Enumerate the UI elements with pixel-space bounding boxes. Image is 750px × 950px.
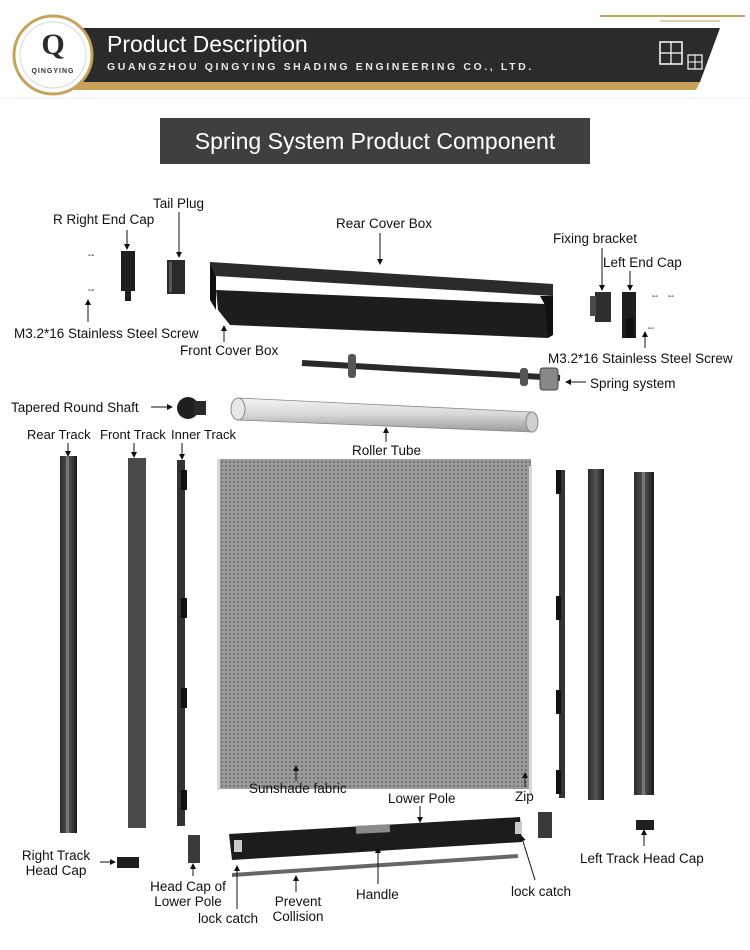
label-fixing-bracket: Fixing bracket [553, 231, 638, 246]
head-cap-lower-pole-right-part [538, 812, 552, 838]
label-head-cap-lower-pole-line1: Head Cap of [150, 879, 226, 894]
section-title: Spring System Product Component [160, 118, 590, 164]
label-prevent-collision-line1: Prevent [274, 894, 322, 909]
svg-text:⊷: ⊷ [668, 294, 674, 300]
lower-pole-part [229, 817, 522, 860]
front-track-right-part [588, 469, 604, 800]
inner-track-part [177, 460, 187, 826]
svg-text:⊶: ⊶ [88, 288, 94, 294]
fixing-bracket-part [595, 292, 611, 322]
spring-system-part [301, 354, 561, 391]
roller-tube-part [230, 397, 539, 433]
label-right-track-head-cap-line2: Head Cap [25, 863, 87, 878]
label-inner-track: Inner Track [171, 427, 237, 442]
label-tail-plug: Tail Plug [153, 196, 205, 211]
label-front-cover-box: Front Cover Box [180, 343, 279, 358]
right-track-head-cap-part [117, 857, 139, 868]
header-banner [0, 14, 750, 99]
front-track-part [128, 458, 146, 828]
label-left-track-head-cap: Left Track Head Cap [580, 851, 704, 866]
svg-text:⊷: ⊷ [652, 294, 658, 300]
left-track-head-cap-part [636, 820, 654, 830]
label-front-track: Front Track [100, 427, 166, 442]
r-right-end-cap-part [121, 251, 135, 291]
inner-track-right-part [556, 470, 565, 798]
label-roller-tube: Roller Tube [352, 443, 422, 458]
label-r-right-end-cap: R Right End Cap [53, 212, 155, 227]
svg-text:⊶: ⊶ [88, 253, 94, 259]
leader-arrows [65, 212, 648, 909]
rear-cover-box-part [210, 262, 553, 338]
label-sunshade-fabric: Sunshade fabric [249, 781, 347, 796]
label-tapered-round-shaft: Tapered Round Shaft [11, 400, 139, 415]
logo-letter: Q [41, 28, 65, 61]
company-name: GUANGZHOU QINGYING SHADING ENGINEERING C… [107, 61, 534, 73]
label-rear-track: Rear Track [27, 427, 91, 442]
screw-icons-left: ⊶ ⊶ [88, 253, 94, 294]
tapered-round-shaft-part [177, 397, 199, 419]
label-rear-cover-box: Rear Cover Box [336, 216, 433, 231]
rear-track-part [60, 456, 77, 833]
window-icon [659, 41, 703, 70]
logo-text: QINGYING [31, 68, 75, 75]
label-prevent-collision-line2: Collision [272, 909, 324, 924]
label-left-end-cap: Left End Cap [603, 255, 682, 270]
label-lower-pole: Lower Pole [388, 791, 456, 806]
label-lock-catch-left: lock catch [198, 911, 259, 926]
label-right-track-head-cap-line1: Right Track [21, 848, 91, 863]
sunshade-fabric-part [217, 459, 532, 796]
svg-text:⊷: ⊷ [648, 326, 654, 332]
label-lock-catch-right: lock catch [511, 884, 572, 899]
label-screw-left: M3.2*16 Stainless Steel Screw [14, 326, 199, 341]
label-head-cap-lower-pole-line2: Lower Pole [154, 894, 222, 909]
head-cap-lower-pole-part [188, 835, 200, 863]
page-header: Q QINGYING Product Description GUANGZHOU… [0, 0, 750, 100]
prevent-collision-part [231, 854, 519, 877]
header-title: Product Description [107, 31, 308, 57]
rear-track-right-part [634, 472, 654, 795]
label-spring-system: Spring system [590, 376, 676, 391]
label-handle: Handle [356, 887, 399, 902]
label-screw-right: M3.2*16 Stainless Steel Screw [548, 351, 733, 366]
label-zip: Zip [515, 789, 534, 804]
